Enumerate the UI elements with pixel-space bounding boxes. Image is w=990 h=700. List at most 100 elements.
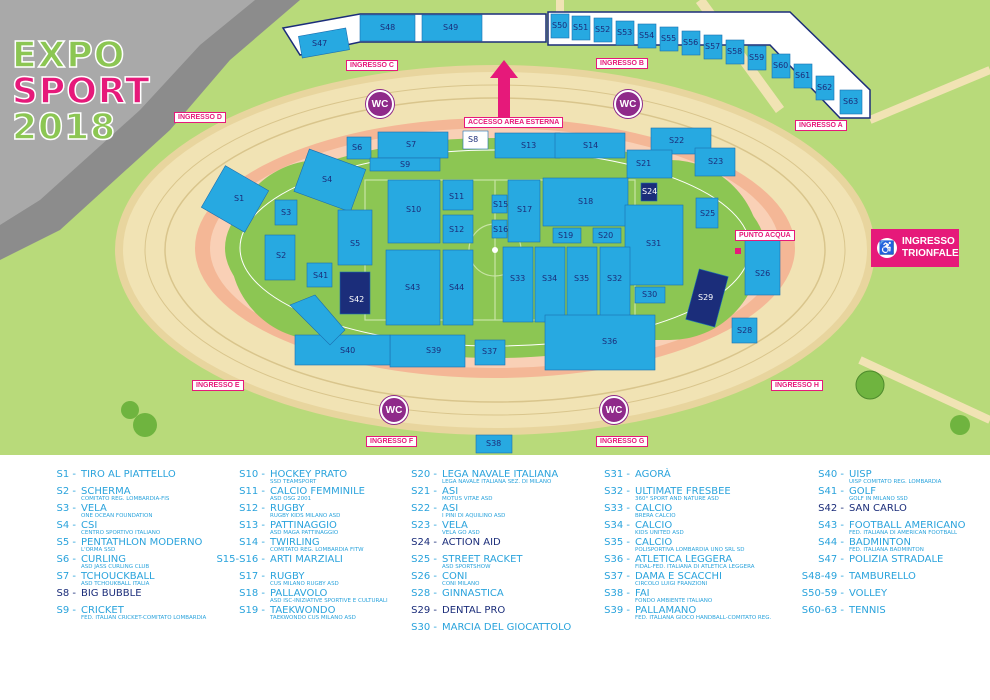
legend-organizer: UISP COMITATO REG. LOMBARDIA xyxy=(849,479,942,485)
legend-code: S23 - xyxy=(411,520,437,531)
legend-name: ARTI MARZIALI xyxy=(270,554,343,565)
legend-name: CONI xyxy=(442,571,468,582)
legend-organizer: COMITATO REG. LOMBARDIA-FIS xyxy=(81,496,170,502)
legend-organizer: ASD SPORTSHOW xyxy=(442,564,491,570)
stand-label: S19 xyxy=(558,231,574,240)
legend-name: MARCIA DEL GIOCATTOLO xyxy=(442,622,572,633)
legend-code: S10 - xyxy=(239,469,265,480)
water-point-label: PUNTO ACQUA xyxy=(735,230,795,241)
stand-label: S43 xyxy=(405,283,421,292)
legend-name: GINNASTICA xyxy=(442,588,504,599)
legend-name: SAN CARLO xyxy=(849,503,907,514)
legend-organizer: COMITATO REG. LOMBARDIA FITW xyxy=(270,547,364,553)
legend-name: CURLING xyxy=(81,554,126,565)
legend-name: LEGA NAVALE ITALIANA xyxy=(442,469,559,480)
legend-organizer: KIDS UNITED ASD xyxy=(635,530,684,536)
legend-code: S32 - xyxy=(604,486,630,497)
stand-label: S36 xyxy=(602,337,618,346)
stand-label: S55 xyxy=(661,34,677,43)
legend-code: S19 - xyxy=(239,605,265,616)
legend-code: S24 - xyxy=(411,537,437,548)
legend-organizer: ASD MAGA PATTINAGGIO xyxy=(270,530,339,536)
legend-name: DENTAL PRO xyxy=(442,605,506,616)
logo-line3: 2018 xyxy=(11,107,117,148)
legend-name: VOLLEY xyxy=(849,588,888,599)
legend-entry: ARTI MARZIALI xyxy=(270,554,343,565)
map-background xyxy=(0,0,990,455)
legend-code: S33 - xyxy=(604,503,630,514)
gate-b-label: INGRESSO B xyxy=(596,58,648,69)
stand-label: S16 xyxy=(493,225,509,234)
legend-code: S34 - xyxy=(604,520,630,531)
legend-entry: GINNASTICA xyxy=(442,588,504,599)
stand-label: S63 xyxy=(843,97,859,106)
stand-label: S42 xyxy=(349,295,365,304)
stand-label: S53 xyxy=(617,28,633,37)
stand-label: S11 xyxy=(449,192,465,201)
legend-name: TWIRLING xyxy=(270,537,320,548)
stand-label: S48 xyxy=(380,23,396,32)
legend-code: S17 - xyxy=(239,571,265,582)
legend-item: S30 -MARCIA DEL GIOCATTOLO xyxy=(395,622,571,639)
stand-label: S25 xyxy=(700,209,716,218)
legend-item: S24 - ACTION AID xyxy=(395,537,571,554)
legend-organizer: CONI MILANO xyxy=(442,581,480,587)
legend-name: UISP xyxy=(849,469,872,480)
legend-item: S42 -SAN CARLO xyxy=(786,503,965,520)
legend-name: POLIZIA STRADALE xyxy=(849,554,944,565)
legend-entry: POLIZIA STRADALE xyxy=(849,554,943,565)
legend-name: AGORÀ xyxy=(635,469,671,480)
legend-code: S8 - xyxy=(56,588,77,599)
legend-entry: TENNIS xyxy=(849,605,886,616)
legend-code: S7 - xyxy=(56,571,77,582)
legend-name: FOOTBALL AMERICANO xyxy=(849,520,966,531)
legend-code: S38 - xyxy=(604,588,630,599)
legend-organizer: FONDO AMBIENTE ITALIANO xyxy=(635,598,713,604)
legend-item: S60-63 -TENNIS xyxy=(786,605,965,622)
stand-label: S1 xyxy=(234,194,245,203)
stand-label: S62 xyxy=(817,83,833,92)
stand-label: S30 xyxy=(642,290,658,299)
legend-entry: AGORÀ xyxy=(635,469,671,480)
trionfale-line1: INGRESSO xyxy=(902,236,955,247)
trionfale-line2: TRIONFALE xyxy=(902,248,959,259)
stand-label: S24 xyxy=(642,187,658,196)
legend-organizer: FED. ITALIANA DI AMERICAN FOOTBALL xyxy=(849,530,958,536)
legend-code: S3 - xyxy=(56,503,77,514)
legend-organizer: POLISPORTIVA LOMBARDIA UNO SRL SD xyxy=(635,547,745,553)
stand-label: S23 xyxy=(708,157,724,166)
stand-label: S10 xyxy=(406,205,422,214)
stand-label: S51 xyxy=(573,23,589,32)
legend-entry: TIRO AL PIATTELLO xyxy=(81,469,176,480)
legend-name: ACTION AID xyxy=(442,537,501,548)
stand-label: S5 xyxy=(350,239,361,248)
legend-name: PENTATHLON MODERNO xyxy=(81,537,203,548)
legend-organizer: SSD TEAMSPORT xyxy=(270,479,317,485)
legend-item: S50-59 -VOLLEY xyxy=(786,588,965,605)
legend-code: S21 - xyxy=(411,486,437,497)
